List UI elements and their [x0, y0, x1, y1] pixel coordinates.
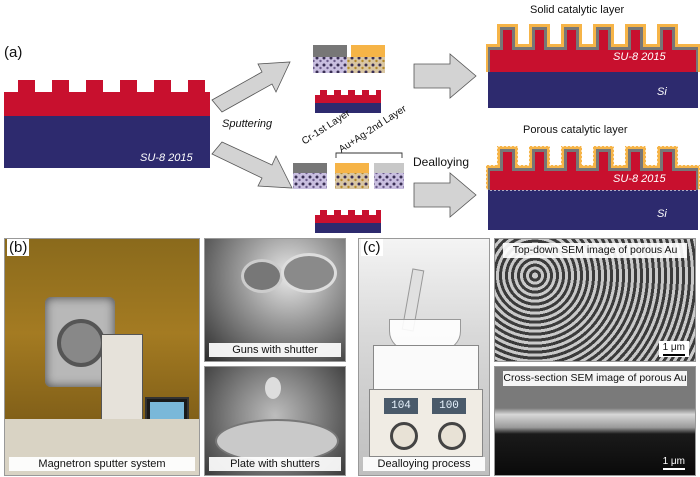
si-label-solid: Si [657, 86, 667, 98]
arrow-to-bottom [211, 141, 293, 189]
sputter-top-sample [315, 90, 381, 113]
su8-main [4, 80, 210, 116]
sem-top-caption: Top-down SEM image of porous Au [503, 243, 687, 258]
sputter-bottom-targets [293, 152, 404, 189]
gun-right [281, 253, 337, 293]
plate-shutters-photo: Plate with shutters [204, 366, 346, 476]
sputter-system-photo: (b) Magnetron sputter system [4, 238, 200, 476]
su8-label-porous: SU-8 2015 [613, 173, 666, 185]
scalebar-cross-bar [662, 468, 685, 470]
guns-shutter-photo: Guns with shutter [204, 238, 346, 362]
plate-holder [265, 377, 281, 399]
scalebar-top-bar [662, 354, 685, 356]
knob-left [390, 422, 418, 450]
panel-a-letter: (a) [4, 44, 23, 61]
dealloying-label: Dealloying [413, 155, 470, 169]
sem-cross-image: Cross-section SEM image of porous Au 1 μ… [494, 366, 696, 476]
panel-b-letter: (b) [7, 239, 30, 256]
panel-c-letter: (c) [361, 239, 383, 256]
porous-result [485, 145, 700, 230]
si-label-porous: Si [657, 208, 667, 220]
display-left: 104 [384, 398, 418, 414]
caption-guns: Guns with shutter [209, 343, 341, 357]
caption-dealloying: Dealloying process [363, 457, 485, 471]
porous-layer-title: Porous catalytic layer [523, 124, 628, 136]
scalebar-top-label: 1 μm [662, 342, 685, 353]
gun-left [241, 259, 283, 293]
hotplate-top [373, 345, 479, 391]
sem-cross-caption: Cross-section SEM image of porous Au [503, 371, 687, 386]
si-label-main: Si [172, 177, 182, 189]
chamber-port [57, 319, 105, 367]
solid-layer-title: Solid catalytic layer [530, 4, 625, 16]
sputter-bottom-sample [315, 210, 381, 233]
hotplate-body: 104 100 [369, 389, 483, 457]
initial-stack [4, 80, 210, 168]
caption-sputter-system: Magnetron sputter system [9, 457, 195, 471]
caption-plate: Plate with shutters [209, 457, 341, 471]
scalebar-cross-label: 1 μm [662, 456, 685, 467]
dealloying-photo: (c) 104 100 Dealloying process [358, 238, 490, 476]
sputter-top-targets [313, 45, 385, 73]
scalebar-cross: 1 μm [659, 455, 689, 471]
sputtering-label: Sputtering [222, 118, 273, 130]
display-right: 100 [432, 398, 466, 414]
si-substrate-main [4, 116, 210, 168]
arrow-to-top [211, 61, 291, 113]
knob-right [438, 422, 466, 450]
scalebar-top: 1 μm [658, 341, 689, 357]
panel-a-diagram [4, 24, 700, 233]
su8-label-main: SU-8 2015 [140, 152, 193, 164]
solid-result [486, 24, 700, 108]
arrow-to-porous [413, 172, 477, 218]
sem-top-image: Top-down SEM image of porous Au 1 μm [494, 238, 696, 362]
su8-label-solid: SU-8 2015 [613, 51, 666, 63]
arrow-to-solid [413, 53, 477, 99]
